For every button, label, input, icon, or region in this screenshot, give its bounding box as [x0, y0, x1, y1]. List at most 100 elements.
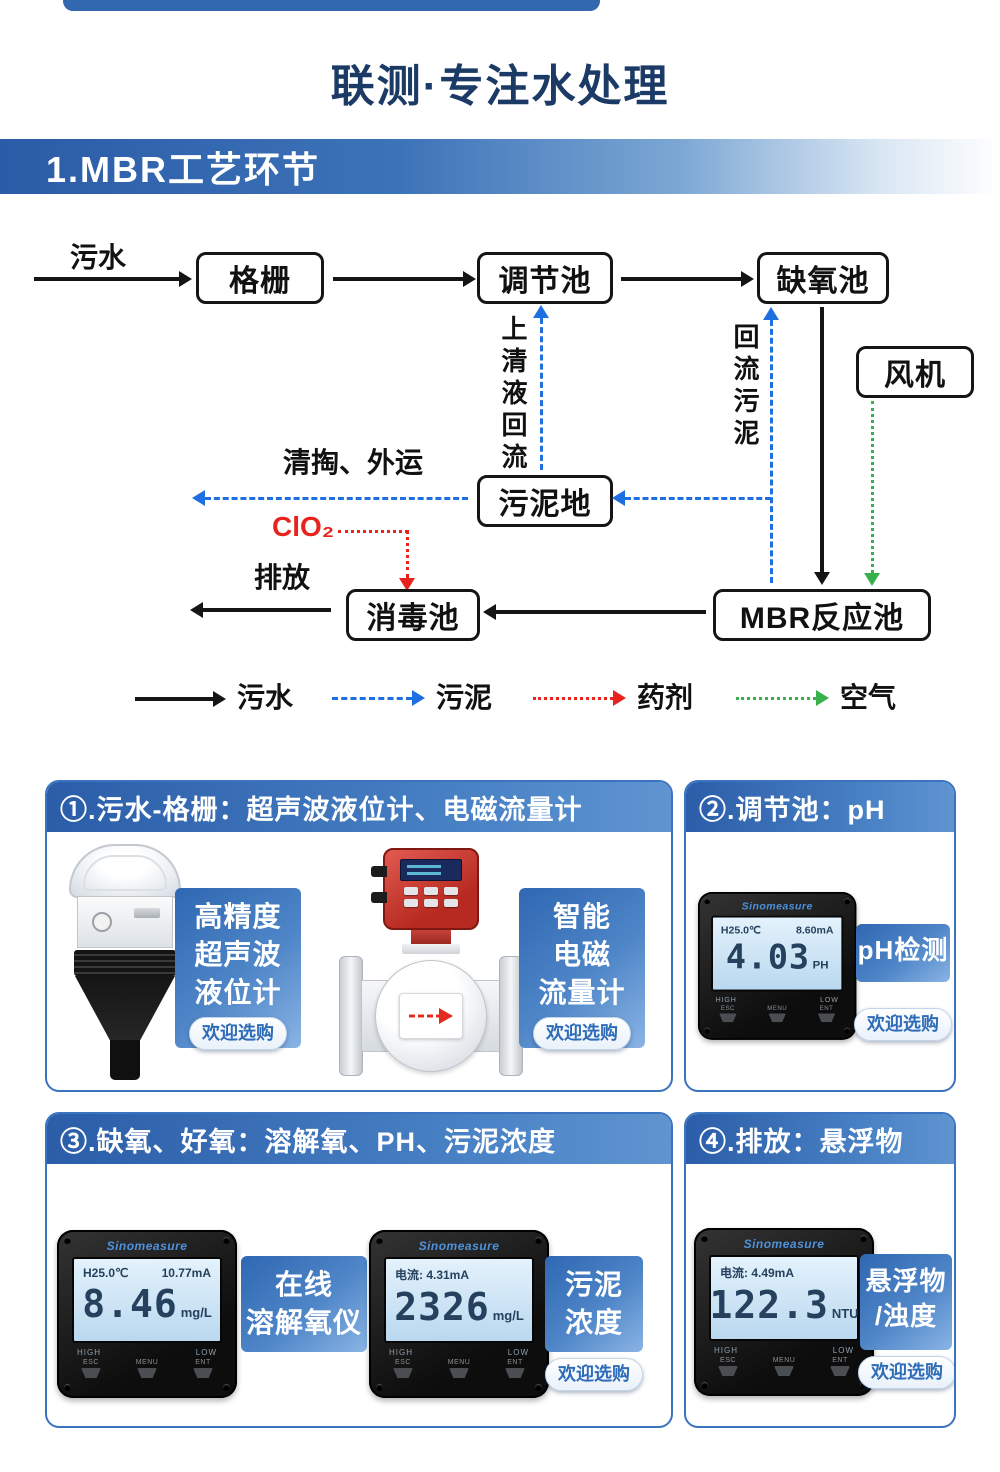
- lcd-info-right: 8.60mA: [795, 923, 834, 936]
- lcd-info-left: H25.0℃: [83, 1266, 129, 1280]
- brand-label: Sinomeasure: [106, 1239, 188, 1253]
- level-meter-dome: [69, 844, 181, 898]
- screw-icon: [704, 1027, 711, 1034]
- electromagnetic-flowmeter: [339, 848, 523, 1076]
- diagram-box-grid: 格栅: [196, 252, 324, 304]
- discharge-label: 排放: [254, 562, 311, 593]
- ultrasonic-level-meter: [63, 844, 187, 1080]
- screw-icon: [64, 1237, 71, 1244]
- down-arrow-icon: [137, 1368, 157, 1378]
- lcd-display: 电流: 4.49mA 122.3 NTU: [709, 1255, 859, 1341]
- ent-button: ENT: [830, 1357, 850, 1376]
- chemical-label: ClO₂: [272, 511, 335, 542]
- lcd-value: 8.46: [82, 1282, 178, 1326]
- screw-icon: [535, 1384, 542, 1391]
- lcd-display: H25.0℃ 8.60mA 4.03 PH: [711, 915, 844, 992]
- indicator-labels: HIGH LOW: [389, 1348, 529, 1357]
- buy-button[interactable]: 欢迎选购: [854, 1008, 952, 1041]
- screw-icon: [376, 1237, 383, 1244]
- flowmeter-keys: [385, 887, 477, 907]
- section-banner-title: 1.MBR工艺环节: [46, 148, 321, 190]
- screw-icon: [844, 898, 851, 905]
- legend-arrow-chemical: [533, 690, 626, 706]
- card-anoxic-aerobic: ③.缺氧、好氧：溶解氧、PH、污泥浓度 Sinomeasure H25.0℃ 1…: [45, 1112, 673, 1428]
- lcd-value: 122.3: [709, 1283, 829, 1327]
- down-arrow-icon: [719, 1013, 737, 1023]
- arrow-sludge-return: [763, 307, 779, 583]
- screw-icon: [844, 1027, 851, 1034]
- diagram-box-sludge-pool: 污泥地: [477, 475, 613, 527]
- screw-icon: [704, 898, 711, 905]
- high-indicator: HIGH: [389, 1348, 413, 1357]
- arrow-discharge: [190, 602, 331, 618]
- arrow-chemical-horizontal: [338, 530, 408, 533]
- brand-label: Sinomeasure: [741, 899, 813, 913]
- page-title: 联测·专注水处理: [330, 62, 670, 111]
- lcd-unit: mg/L: [492, 1308, 524, 1323]
- card-title: ④.排放：悬浮物: [686, 1114, 954, 1164]
- high-indicator: HIGH: [715, 995, 737, 1004]
- level-meter-probe: [110, 1040, 140, 1080]
- top-decor-bar: [63, 0, 600, 11]
- brand-label: Sinomeasure: [418, 1239, 500, 1253]
- card-title: ①.污水-格栅：超声波液位计、电磁流量计: [47, 782, 671, 832]
- buy-button[interactable]: 欢迎选购: [189, 1017, 287, 1050]
- product-label-ss: 悬浮物 /浊度: [860, 1254, 952, 1350]
- cable-gland: [371, 892, 387, 903]
- cleanup-transport-label: 清掏、外运: [283, 447, 424, 478]
- card-title: ③.缺氧、好氧：溶解氧、PH、污泥浓度: [47, 1114, 671, 1164]
- screw-icon: [535, 1237, 542, 1244]
- down-arrow-icon: [830, 1366, 850, 1376]
- legend-arrow-sludge: [332, 690, 425, 706]
- diagram-box-disinfection-tank: 消毒池: [346, 589, 480, 641]
- legend-arrow-sewage: [135, 691, 226, 707]
- gauge-icon: [92, 912, 112, 932]
- lcd-info-left: 电流: 4.49mA: [720, 1266, 795, 1280]
- buy-button[interactable]: 欢迎选购: [858, 1356, 954, 1389]
- down-arrow-icon: [505, 1368, 525, 1378]
- indicator-labels: HIGH LOW: [714, 1346, 854, 1355]
- lcd-info-right: 10.77mA: [161, 1266, 211, 1280]
- arrow-sludge-removal: [192, 490, 468, 506]
- buy-button[interactable]: 欢迎选购: [533, 1017, 631, 1050]
- legend-label-sewage: 污水: [237, 682, 294, 713]
- screw-icon: [376, 1384, 383, 1391]
- product-label-do: 在线 溶解氧仪: [241, 1256, 367, 1352]
- diagram-box-regulating-tank: 调节池: [477, 252, 613, 304]
- lcd-value: 4.03: [725, 937, 810, 977]
- legend-label-sludge: 污泥: [436, 682, 493, 713]
- arrow-chemical-to-disinfection: [399, 530, 415, 591]
- diagram-box-mbr-tank: MBR反应池: [713, 589, 931, 641]
- arrow-grid-to-regulating: [333, 271, 476, 287]
- arrow-mbr-to-disinfection: [483, 604, 706, 620]
- flow-direction-plate: [399, 993, 463, 1039]
- product-label-flowmeter: 智能 电磁 流量计 欢迎选购: [519, 888, 645, 1050]
- low-indicator: LOW: [832, 1346, 854, 1355]
- menu-button: MENU: [767, 1006, 787, 1023]
- menu-button: MENU: [448, 1359, 471, 1378]
- screw-icon: [860, 1235, 867, 1242]
- arrow-fan-air-to-mbr: [864, 401, 880, 586]
- brand-label: Sinomeasure: [743, 1237, 825, 1251]
- esc-button: ESC: [81, 1359, 101, 1378]
- suspended-solids-meter: Sinomeasure 电流: 4.49mA 122.3 NTU HIGH LO…: [694, 1228, 874, 1396]
- legend-label-chemical: 药剂: [637, 682, 694, 713]
- screw-icon: [701, 1235, 708, 1242]
- screw-icon: [701, 1382, 708, 1389]
- menu-button: MENU: [136, 1359, 159, 1378]
- product-label-level-meter: 高精度 超声波 液位计 欢迎选购: [175, 888, 301, 1050]
- buy-button[interactable]: 欢迎选购: [545, 1358, 643, 1391]
- low-indicator: LOW: [507, 1348, 529, 1357]
- down-arrow-icon: [193, 1368, 213, 1378]
- lcd-unit: mg/L: [180, 1305, 212, 1320]
- lcd-unit: PH: [812, 958, 829, 972]
- indicator-labels: HIGH LOW: [77, 1348, 217, 1357]
- flowmeter-lcd: [400, 859, 462, 881]
- level-meter-cone: [75, 976, 175, 1040]
- flowmeter-head: [371, 848, 479, 930]
- card-sewage-grid: ①.污水-格栅：超声波液位计、电磁流量计 高精度 超声波 液位计 欢迎选购: [45, 780, 673, 1092]
- flowmeter-body: [339, 956, 523, 1076]
- legend-arrow-air: [736, 690, 829, 706]
- cable-gland: [371, 866, 387, 877]
